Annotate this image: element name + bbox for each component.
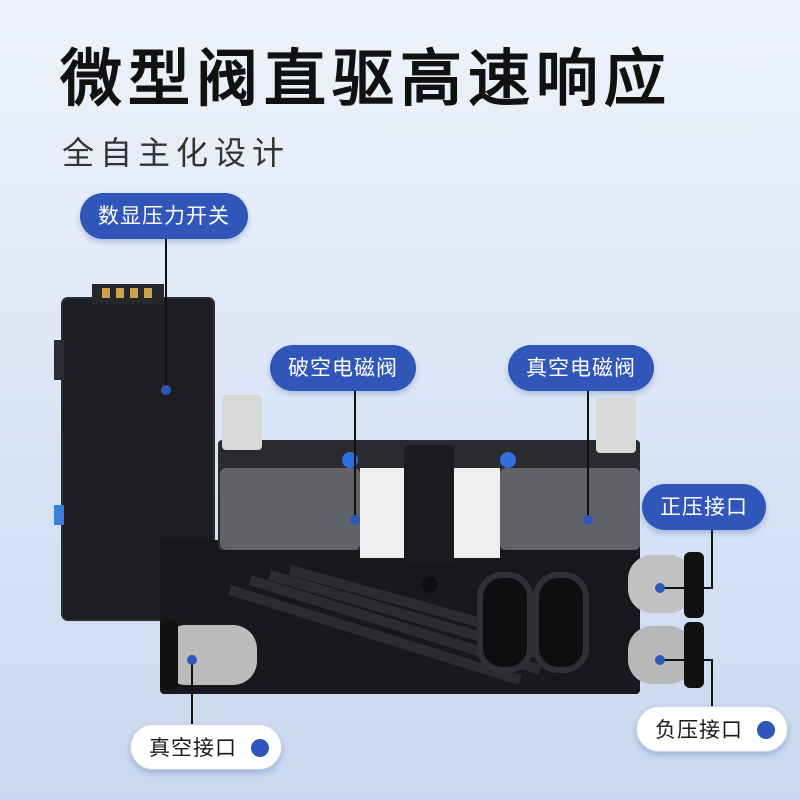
callout-vacuum-break-valve: 破空电磁阀 [270,345,416,391]
manifold-base [160,540,640,694]
negative-port-fitting [628,622,704,688]
dot-negative-port [655,655,665,665]
dot-pressure-switch [161,385,171,395]
callout-negative-port-text: 负压接口 [655,718,743,742]
callout-dots [161,385,665,665]
dot-positive-port [655,583,665,593]
page-subtitle: 全自主化设计 [62,134,291,172]
dot-vacuum-port [187,655,197,665]
callout-vacuum-port: 真空接口 [130,724,282,770]
leader-positive-port [660,530,713,589]
callout-vacuum-port-text: 真空接口 [149,736,237,760]
page-title: 微型阀直驱高速响应 [60,42,673,115]
pressure-switch-body [54,284,215,621]
callout-negative-port: 负压接口 [636,706,788,752]
callout-vacuum-valve: 真空电磁阀 [508,345,654,391]
negative-port-indicator [757,721,775,739]
vacuum-port-fitting [160,620,257,690]
callout-pressure-switch: 数显压力开关 [80,193,248,239]
callout-positive-port: 正压接口 [642,484,766,530]
vacuum-port-indicator [251,739,269,757]
valve-bank [218,395,640,565]
dot-vacuum-break-valve [350,515,360,525]
callout-lines [165,232,713,730]
dot-vacuum-valve [583,515,593,525]
positive-port-fitting [628,552,704,618]
